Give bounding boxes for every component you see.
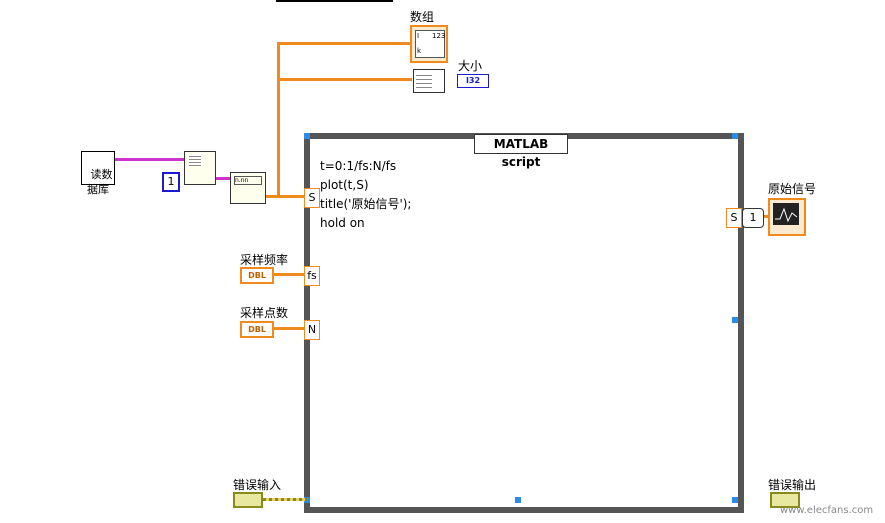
error-in-control[interactable] [233,492,263,508]
header-line [276,0,393,2]
output-terminal-s-label: S [730,211,738,224]
error-wire [263,498,307,501]
code-line: plot(t,S) [320,178,369,192]
resize-handle[interactable] [304,133,310,139]
error-out-label: 错误输出 [768,478,817,492]
conversion-node[interactable]: n.nn [230,172,266,204]
n-control-label: 采样点数 [240,306,289,320]
watermark: www.elecfans.com [780,505,874,516]
matlab-script-code[interactable]: t=0:1/fs:N/fs plot(t,S) title('原始信号'); h… [320,157,411,233]
wire-size [278,78,412,81]
fs-control[interactable]: DBL [240,267,274,284]
matlab-script-title: MATLAB script [474,134,568,169]
wire-n [270,327,306,330]
array-size-node[interactable] [413,69,445,93]
code-line: hold on [320,216,365,230]
index-array-grid-icon [189,154,201,166]
graph-icon [773,203,799,225]
size-indicator[interactable]: I32 [457,74,489,88]
graph-indicator-label: 原始信号 [768,182,817,196]
wire-fs [270,273,306,276]
size-label: 大小 [458,59,483,73]
size-type-badge: I32 [465,76,481,85]
output-index-constant[interactable]: 1 [742,208,764,228]
wire-db [114,158,184,161]
output-index-value: 1 [749,211,757,224]
code-line: title('原始信号'); [320,197,412,211]
n-control-badge: DBL [248,325,266,334]
waveform-icon [775,207,798,223]
index-constant[interactable]: 1 [162,172,180,192]
array-indicator[interactable]: 123 I k [410,25,448,63]
index-constant-value: 1 [167,175,175,188]
error-out-indicator[interactable] [770,492,800,508]
resize-handle[interactable] [732,497,738,503]
input-terminal-n-label: N [307,323,317,336]
output-terminal-s[interactable]: S [726,208,742,228]
input-terminal-fs-label: fs [307,269,317,282]
graph-indicator[interactable] [768,198,806,236]
read-database-label: 读数 据库 [87,168,113,196]
input-terminal-fs[interactable]: fs [304,266,320,286]
resize-handle[interactable] [304,497,310,503]
index-array-node[interactable] [184,151,216,185]
wire-array [278,42,410,45]
resize-handle[interactable] [732,133,738,139]
input-terminal-s[interactable]: S [304,188,320,208]
resize-handle[interactable] [732,317,738,323]
conversion-icon: n.nn [234,176,262,185]
array-size-icon [416,72,432,88]
error-in-label: 错误输入 [233,478,282,492]
input-terminal-s-label: S [308,191,316,204]
fs-control-badge: DBL [248,271,266,280]
wire-to-s [264,195,306,198]
input-terminal-n[interactable]: N [304,320,320,340]
read-database-node[interactable]: 读数 据库 [81,151,115,196]
n-control[interactable]: DBL [240,321,274,338]
array-indicator-grid-icon: 123 I k [415,30,445,58]
fs-control-label: 采样频率 [240,253,289,267]
resize-handle[interactable] [515,497,521,503]
wire-vertical [277,42,280,198]
array-indicator-label: 数组 [410,10,435,24]
wire-index-array [214,177,232,180]
matlab-script-node[interactable] [304,133,744,513]
code-line: t=0:1/fs:N/fs [320,159,397,173]
